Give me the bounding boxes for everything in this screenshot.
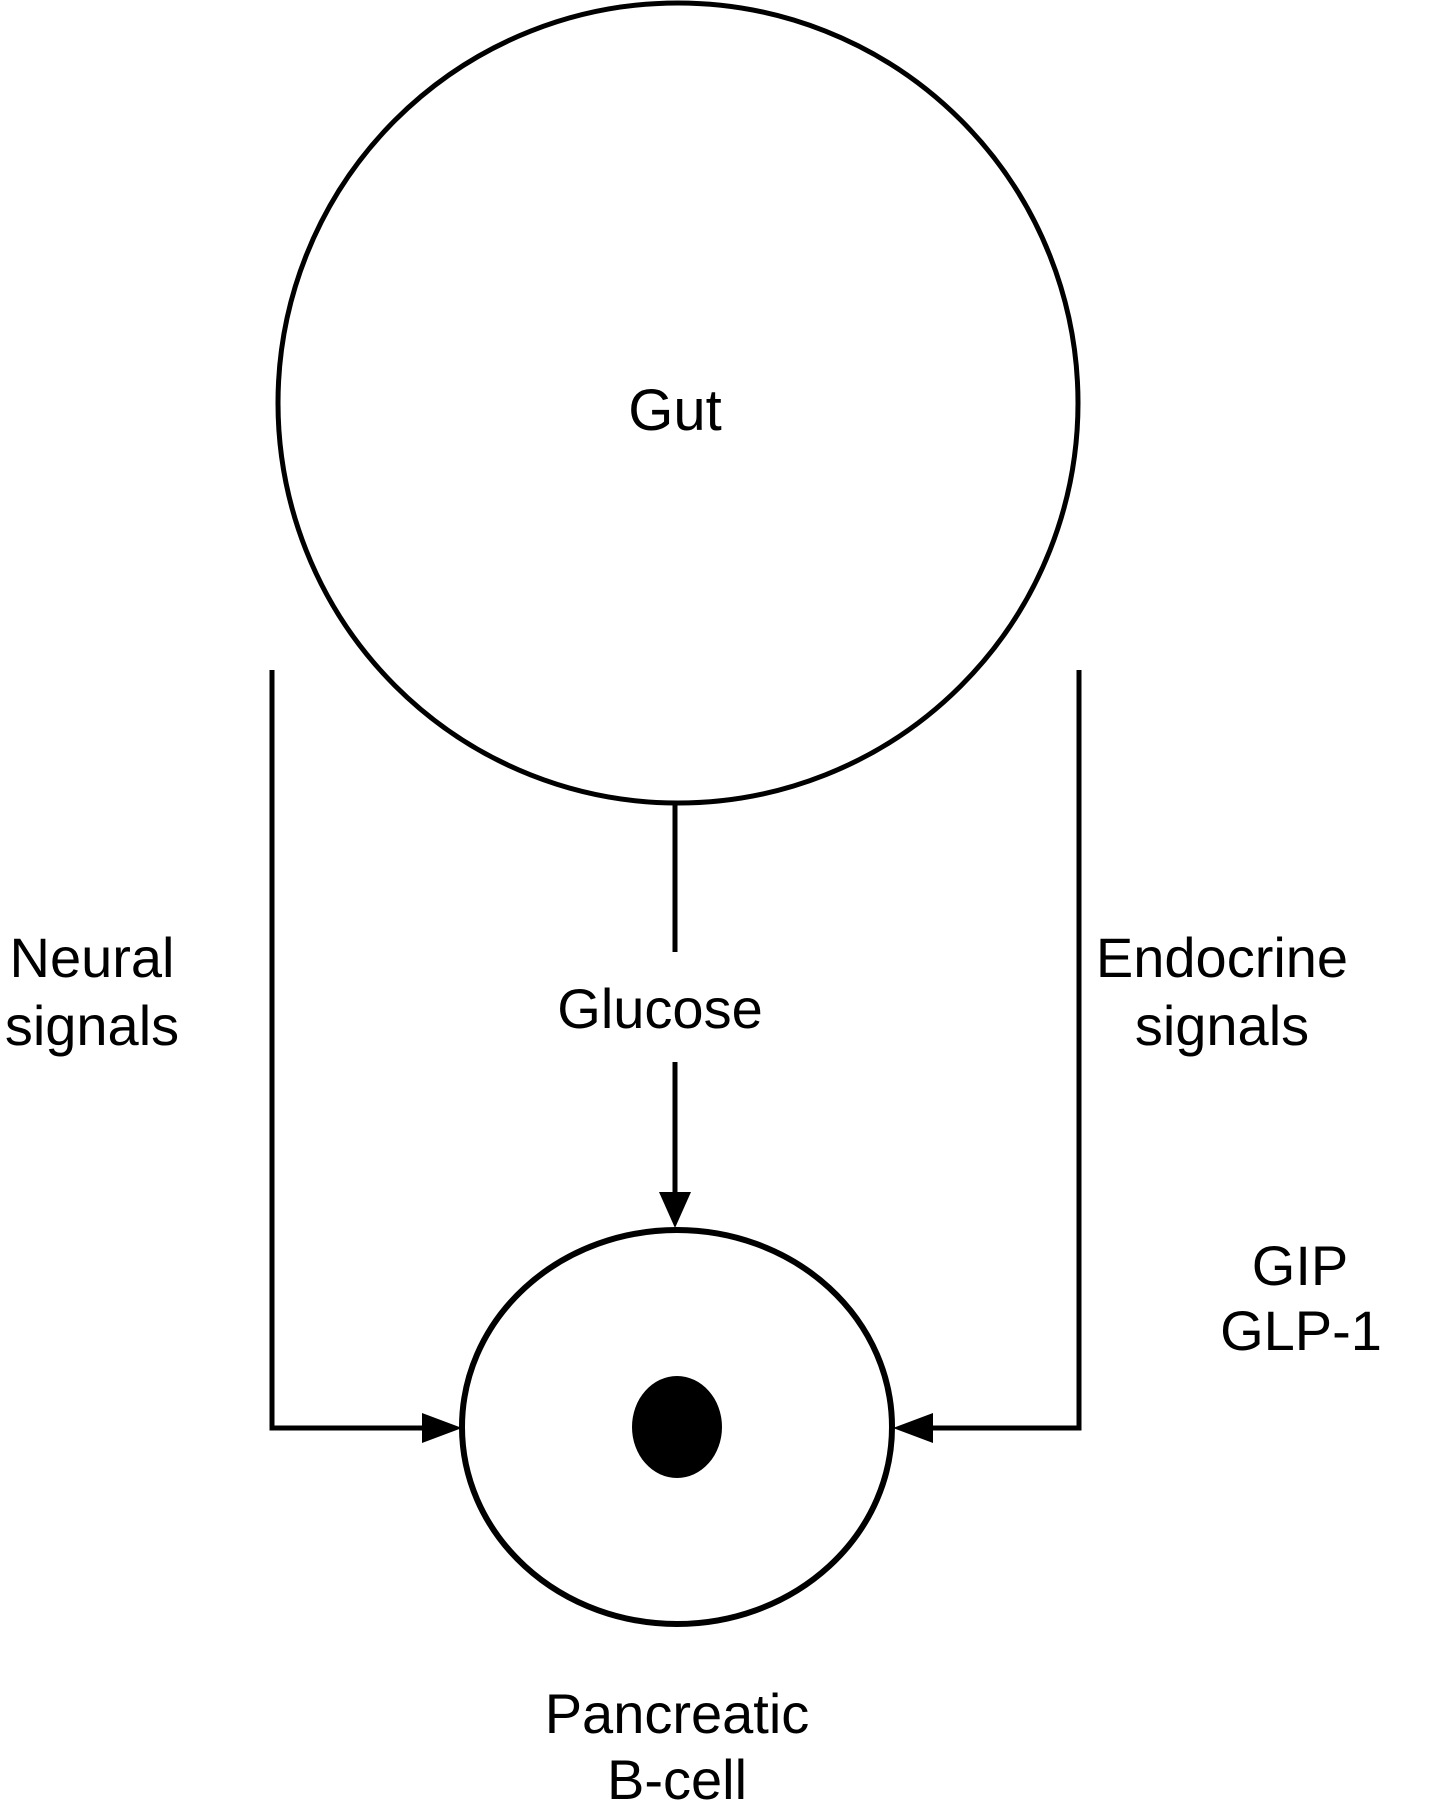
endocrine-hormones-line2: GLP-1 — [1220, 1299, 1382, 1362]
endocrine-label-line1: Endocrine — [1096, 926, 1348, 989]
neural-arrowhead-icon — [422, 1413, 462, 1443]
endocrine-arrow-line — [932, 670, 1082, 1431]
neural-label-line2: signals — [5, 994, 179, 1057]
neural-arrow-line — [269, 670, 423, 1431]
bcell-nucleus — [632, 1376, 722, 1478]
gut-label: Gut — [628, 378, 722, 443]
glucose-arrowhead-icon — [659, 1192, 691, 1228]
endocrine-hormones-line1: GIP — [1252, 1234, 1348, 1297]
glucose-label: Glucose — [557, 977, 762, 1040]
endocrine-arrowhead-icon — [893, 1413, 933, 1443]
endocrine-label-line2: signals — [1135, 994, 1309, 1057]
pancreatic-bcell-circle — [459, 1227, 895, 1627]
pancreatic-bcell-label-line2: B-cell — [607, 1748, 747, 1800]
pancreatic-bcell-label-line1: Pancreatic — [545, 1682, 810, 1745]
gut-circle — [275, 0, 1081, 806]
neural-label-line1: Neural — [10, 926, 175, 989]
